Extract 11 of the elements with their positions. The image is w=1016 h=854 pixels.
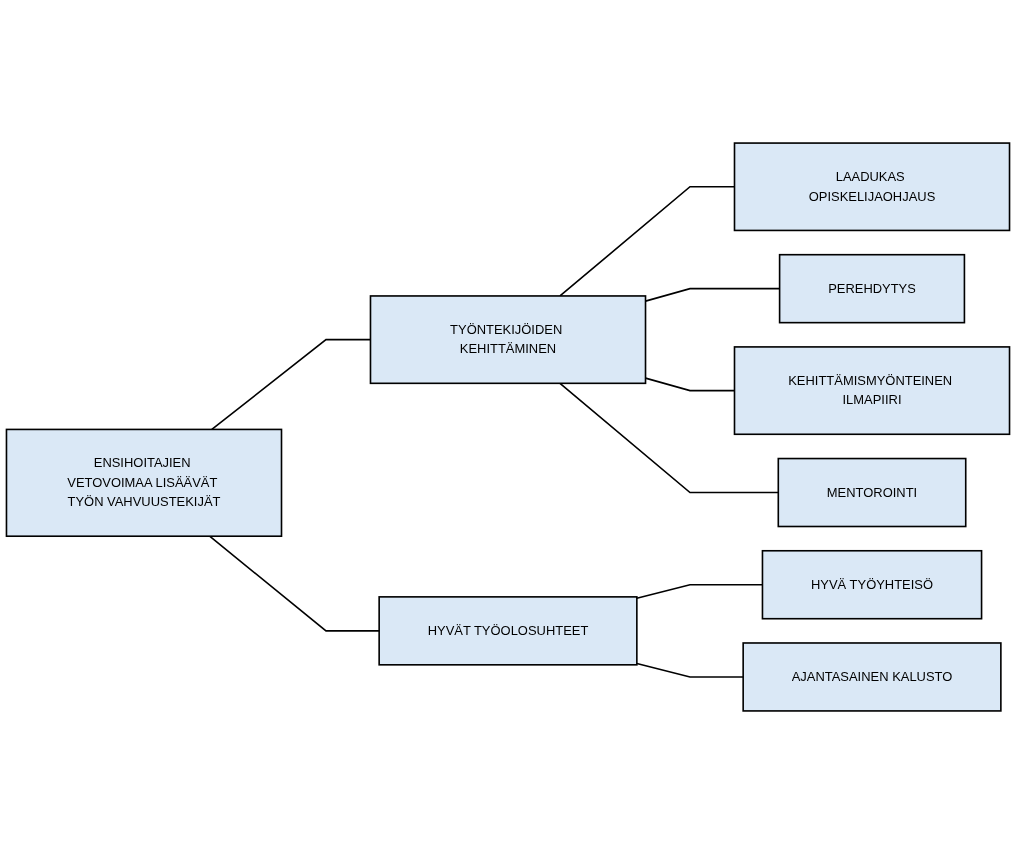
node-box: HYVÄ TYÖYHTEISÖ (761, 549, 983, 620)
node-box: HYVÄT TYÖOLOSUHTEET (378, 596, 638, 666)
connector (636, 662, 744, 678)
node-box: KEHITTÄMISMYÖNTEINEN ILMAPIIRI (733, 346, 1011, 436)
node-box: LAADUKAS OPISKELIJAOHJAUS (733, 142, 1011, 232)
connector (208, 535, 380, 632)
node-box: TYÖNTEKIJÖIDEN KEHITTÄMINEN (369, 295, 647, 385)
node-box: PEREHDYTYS (778, 253, 966, 324)
node-box: MENTOROINTI (777, 457, 967, 528)
node-box: AJANTASAINEN KALUSTO (742, 642, 1002, 712)
node-box: ENSIHOITAJIEN VETOVOIMAA LISÄÄVÄT TYÖN VAHVUUSTEKIJÄT (5, 428, 283, 537)
